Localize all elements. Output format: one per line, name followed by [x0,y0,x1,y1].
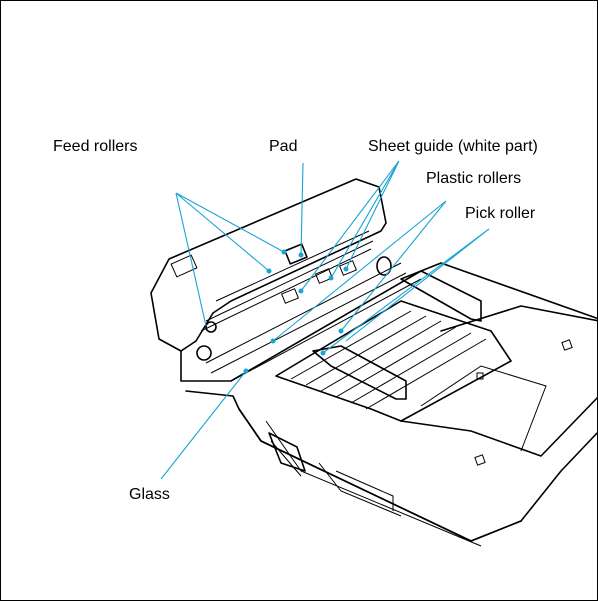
callout-dot [328,275,334,281]
lid-inner-edge [212,230,382,314]
callout-dot [320,350,326,356]
feed-roller-1 [280,288,300,304]
front-panel [238,408,522,542]
callout-dot [298,252,304,258]
callout-dot [243,368,249,374]
callout-plastic-rollers [272,200,447,342]
callout-dot [343,266,349,272]
callout-dot [266,268,272,274]
callout-sheet-guide [300,160,400,292]
paper-guide-left [312,345,407,400]
label-pad: Pad [269,138,297,155]
label-glass: Glass [129,486,170,503]
feed-roller-3 [338,260,358,276]
output-tray [400,305,598,457]
callout-pick-roller [322,228,490,354]
callout-dot [298,288,304,294]
label-feed-rollers: Feed rollers [53,138,137,155]
adf-lid [150,178,387,352]
pad-block [284,243,308,265]
lid-pivot-2 [205,321,217,333]
callout-feed-rollers [175,192,285,327]
tray-marker [476,372,484,380]
label-pick-roller: Pick roller [465,205,536,222]
callout-dot [281,249,287,255]
tray-ribs [290,310,487,410]
tray-latch-2 [474,454,486,466]
scanner-illustration [150,178,598,547]
front-panel-detail [265,420,482,547]
label-plastic-rollers: Plastic rollers [426,170,521,187]
hinge-knob [376,256,392,276]
tray-latch [561,339,573,351]
feed-roller-2 [314,268,334,284]
scanner-body [180,262,598,542]
lid-pivot [196,345,212,361]
lid-latch [170,254,198,278]
callout-glass [160,370,247,480]
callout-pad [300,162,304,256]
label-sheet-guide: Sheet guide (white part) [368,138,538,155]
callouts [160,160,490,480]
output-tray-inner [420,365,547,452]
glass-strip [205,262,422,382]
control-recess [268,432,306,472]
paper-guide-right [400,270,482,322]
callout-dot [270,338,276,344]
callout-dot [338,328,344,334]
feed-tray [275,300,512,422]
